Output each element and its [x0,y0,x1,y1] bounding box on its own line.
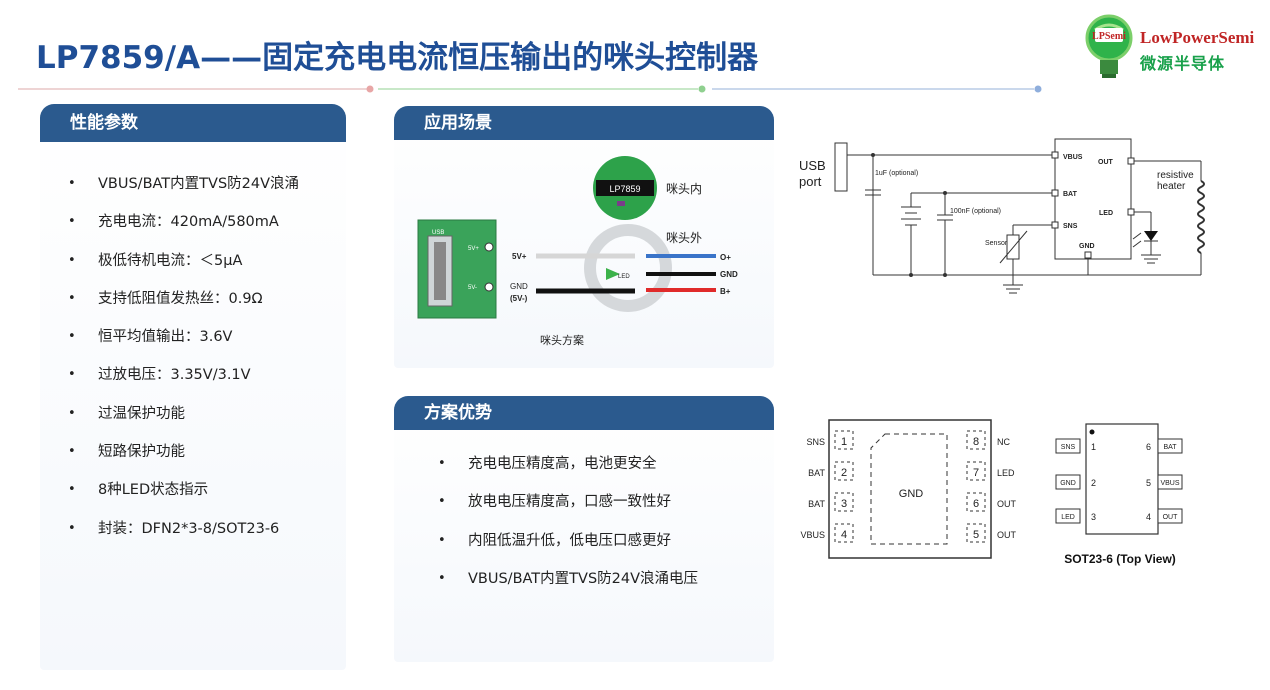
sot-pin-num: 4 [1146,512,1151,522]
wire-gnd-label: GND [510,282,528,291]
out-gnd-label: GND [720,270,738,279]
ic-pin-gnd: GND [1079,243,1095,250]
list-item: VBUS/BAT内置TVS防24V浪涌电压 [438,569,698,607]
sot-pin-name: LED [1061,514,1075,521]
ic-pin-vbus: VBUS [1063,154,1083,161]
list-item: 放电电压精度高，口感一致性好 [438,492,698,530]
dfn-pin-num: 7 [973,467,979,479]
dfn-pin-num: 5 [973,529,979,541]
list-item: 充电电压精度高，电池更安全 [438,454,698,492]
usb-port-label-2: port [799,174,822,189]
application-caption: 咪头方案 [540,333,584,347]
logo-badge: LPSemi [1092,31,1126,42]
dfn-package-diagram: GND 1 SNS 2 BAT 3 BAT 4 VBUS 8 NC 7 LED … [800,419,1017,559]
usb-port-label-1: USB [799,158,826,173]
heater-label-2: heater [1157,181,1186,192]
lightbulb-logo-icon: LPSemi [1085,14,1133,78]
advantages-list: 充电电压精度高，电池更安全 放电电压精度高，口感一致性好 内阻低温升低，低电压口… [438,454,698,607]
sot-pin-num: 3 [1091,512,1096,522]
list-item: 极低待机电流：＜5μA [68,251,299,289]
out-o-label: O+ [720,253,731,262]
dfn-pin-num: 6 [973,498,979,510]
list-item: 内阻低温升低，低电压口感更好 [438,531,698,569]
out-b-label: B+ [720,287,731,296]
cap2-label: 100nF (optional) [950,208,1001,215]
dfn-pin-name: SNS [806,437,825,447]
header-divider [18,85,1042,93]
ic-pin-sns: SNS [1063,223,1078,230]
sot-pin-num: 5 [1146,478,1151,488]
dfn-center-label: GND [899,488,924,500]
list-item: 8种LED状态指示 [68,480,299,518]
page-title: LP7859/A——固定充电电流恒压输出的咪头控制器 [36,40,759,76]
wire-gnd2-label: (5V-) [510,294,528,303]
heater-label-1: resistive [1157,170,1194,181]
list-item: 过温保护功能 [68,404,299,442]
dfn-pin-num: 4 [841,529,847,541]
dfn-pin-name: BAT [808,499,825,509]
usb-5vm-label: 5V- [468,285,477,291]
logo-name-en: LowPowerSemi [1140,28,1255,47]
dfn-pin-name: VBUS [800,530,825,540]
sot-package-diagram: SNS 1 GND 2 LED 3 BAT 6 VBUS 5 OUT 4 SOT… [1055,423,1183,566]
dfn-pin-num: 3 [841,498,847,510]
sensor-label: Sensor [985,240,1008,247]
ic-pin-led: LED [1099,210,1113,217]
sot-pin-name: OUT [1163,514,1179,521]
dfn-pin-name: OUT [997,499,1017,509]
ic-pin-out: OUT [1098,159,1114,166]
advantages-heading: 方案优势 [394,396,774,430]
mic-outer-label: 咪头外 [666,231,702,245]
sot-pin-name: GND [1060,480,1076,487]
advantages-panel: 方案优势 充电电压精度高，电池更安全 放电电压精度高，口感一致性好 内阻低温升低… [394,396,774,662]
wire-5v-label: 5V+ [512,252,527,261]
list-item: 短路保护功能 [68,442,299,480]
application-panel: 应用场景 [394,106,774,368]
dfn-pin-name: NC [997,437,1010,447]
logo-name-cn: 微源半导体 [1140,54,1226,73]
list-item: 支持低阻值发热丝：0.9Ω [68,289,299,327]
application-heading: 应用场景 [394,106,774,140]
list-item: 封装：DFN2*3-8/SOT23-6 [68,519,299,557]
sot-pin-name: SNS [1061,444,1076,451]
dfn-pin-num: 8 [973,436,979,448]
ic-pin-bat: BAT [1063,191,1078,198]
dfn-pin-name: LED [997,468,1015,478]
sot-pin-num: 1 [1091,442,1096,452]
list-item: 充电电流：420mA/580mA [68,212,299,250]
list-item: 过放电压：3.35V/3.1V [68,365,299,403]
dfn-pin-name: BAT [808,468,825,478]
performance-panel: 性能参数 VBUS/BAT内置TVS防24V浪涌 充电电流：420mA/580m… [40,104,346,670]
dfn-pin-num: 1 [841,436,847,448]
list-item: VBUS/BAT内置TVS防24V浪涌 [68,174,299,212]
sot-pin-num: 6 [1146,442,1151,452]
usb-board-label: USB [432,230,444,236]
dfn-pin-num: 2 [841,467,847,479]
mic-inner-label: 咪头内 [666,182,702,196]
sot-pin-num: 2 [1091,478,1096,488]
usb-5v-label: 5V+ [468,246,479,252]
dfn-pin-name: OUT [997,530,1017,540]
sot-pin-name: VBUS [1160,480,1179,487]
list-item: 恒平均值输出：3.6V [68,327,299,365]
sot-caption: SOT23-6 (Top View) [1064,552,1176,566]
performance-heading: 性能参数 [40,104,346,142]
application-schematic: USB port 1uF (optional) 100nF (optional)… [799,138,1205,294]
performance-list: VBUS/BAT内置TVS防24V浪涌 充电电流：420mA/580mA 极低待… [68,174,299,557]
chip-label: LP7859 [609,184,640,194]
mic-application-diagram: LP7859 咪头内 USB 5V+ 5V- 咪头外 5V+ GND (5V-)… [417,156,738,347]
sot-pin-name: BAT [1163,444,1177,451]
cap1-label: 1uF (optional) [875,170,918,177]
led-label: LED [618,274,630,280]
